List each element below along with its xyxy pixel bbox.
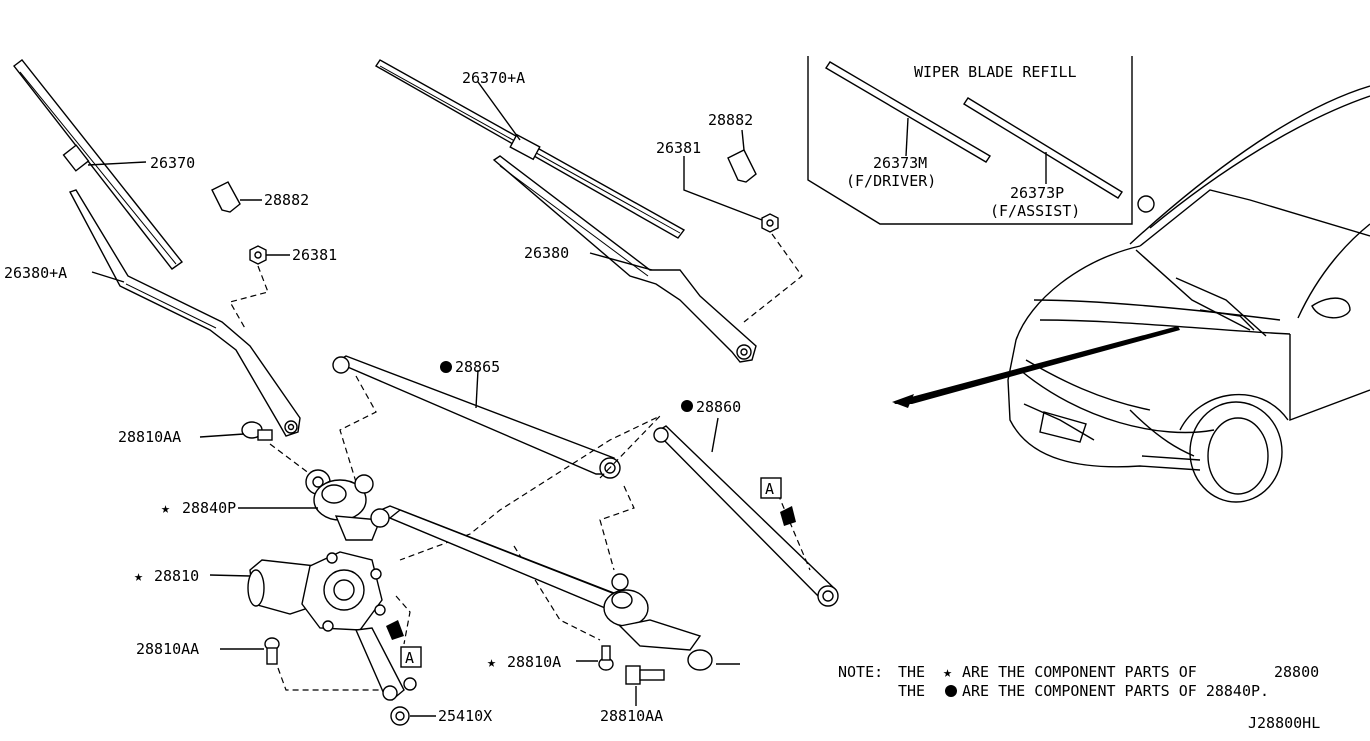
label-arm-assist: 26380	[524, 244, 569, 262]
reference-box-a-lower: A	[400, 646, 422, 668]
refill-driver-side: (F/DRIVER)	[846, 172, 936, 190]
svg-text:A: A	[765, 480, 774, 498]
note-line1-the: THE	[898, 663, 925, 681]
reference-box-a-upper: A	[760, 477, 782, 499]
refill-inset: WIPER BLADE REFILL 26373M (F/DRIVER) 263…	[807, 56, 1133, 225]
refill-strip-driver[interactable]	[825, 61, 991, 163]
note-line2-text: ARE THE COMPONENT PARTS OF 28840P.	[962, 682, 1269, 700]
note-line1-part: 28800	[1274, 663, 1319, 681]
label-grommet: 25410X	[438, 707, 492, 725]
wiper-pivot-frame[interactable]	[238, 469, 713, 671]
bolt-28810aa-bottom[interactable]	[625, 665, 665, 706]
pivot-nut-left[interactable]	[249, 245, 290, 265]
bolt-28810a[interactable]	[576, 645, 614, 671]
grommet-25410x[interactable]	[390, 706, 436, 726]
refill-assist-side: (F/ASSIST)	[990, 202, 1080, 220]
star-marker-28810a: ★	[487, 653, 496, 671]
svg-text:A: A	[405, 649, 414, 667]
label-bolt-top: 28810AA	[118, 428, 181, 446]
wiper-arm-driver[interactable]	[68, 189, 301, 437]
note-dot-marker	[945, 685, 957, 697]
note-star-marker: ★	[943, 663, 952, 681]
label-bolt-left: 28810AA	[136, 640, 199, 658]
refill-driver-code: 26373M	[873, 154, 927, 172]
label-nut-left: 26381	[292, 246, 337, 264]
label-cap-left: 28882	[264, 191, 309, 209]
arrow-marker-a-upper	[780, 506, 796, 526]
pivot-cap-left[interactable]	[211, 181, 262, 213]
wiper-arm-assist[interactable]	[492, 155, 757, 363]
wiper-blade-driver[interactable]	[13, 59, 184, 270]
component-note: NOTE: THE ★ ARE THE COMPONENT PARTS OF 2…	[838, 663, 1319, 700]
star-marker-28840p: ★	[161, 499, 170, 517]
pivot-cap-right[interactable]	[727, 129, 757, 183]
dot-marker-28860	[681, 400, 693, 412]
wiper-motor[interactable]	[209, 551, 417, 701]
dot-marker-28865	[440, 361, 452, 373]
link-rod-28860[interactable]	[653, 417, 839, 607]
vehicle-illustration	[892, 85, 1370, 503]
wiper-blade-assist[interactable]	[375, 59, 686, 239]
pivot-nut-right[interactable]	[683, 156, 779, 233]
label-blade-assist: 26370+A	[462, 69, 525, 87]
note-prefix: NOTE:	[838, 663, 883, 681]
note-line2-the: THE	[898, 682, 925, 700]
refill-assist-code: 26373P	[1010, 184, 1064, 202]
label-arm-driver: 26380+A	[4, 264, 67, 282]
label-nut-right: 26381	[656, 139, 701, 157]
arrow-marker-a-lower	[386, 620, 404, 640]
label-pivot: 28840P	[182, 499, 236, 517]
note-line1-text: ARE THE COMPONENT PARTS OF	[962, 663, 1197, 681]
label-motor: 28810	[154, 567, 199, 585]
label-link-2: 28860	[696, 398, 741, 416]
label-bolt-mid: 28810A	[507, 653, 561, 671]
label-bolt-bottom: 28810AA	[600, 707, 663, 725]
bolt-28810aa-top[interactable]	[199, 421, 273, 441]
refill-title: WIPER BLADE REFILL	[914, 63, 1077, 81]
label-link-1: 28865	[455, 358, 500, 376]
frame-code: J28800HL	[1248, 714, 1320, 732]
star-marker-28810: ★	[134, 567, 143, 585]
refill-strip-assist[interactable]	[963, 97, 1123, 199]
label-blade-driver: 26370	[150, 154, 195, 172]
bolt-28810aa-left[interactable]	[220, 637, 280, 665]
label-cap-right: 28882	[708, 111, 753, 129]
